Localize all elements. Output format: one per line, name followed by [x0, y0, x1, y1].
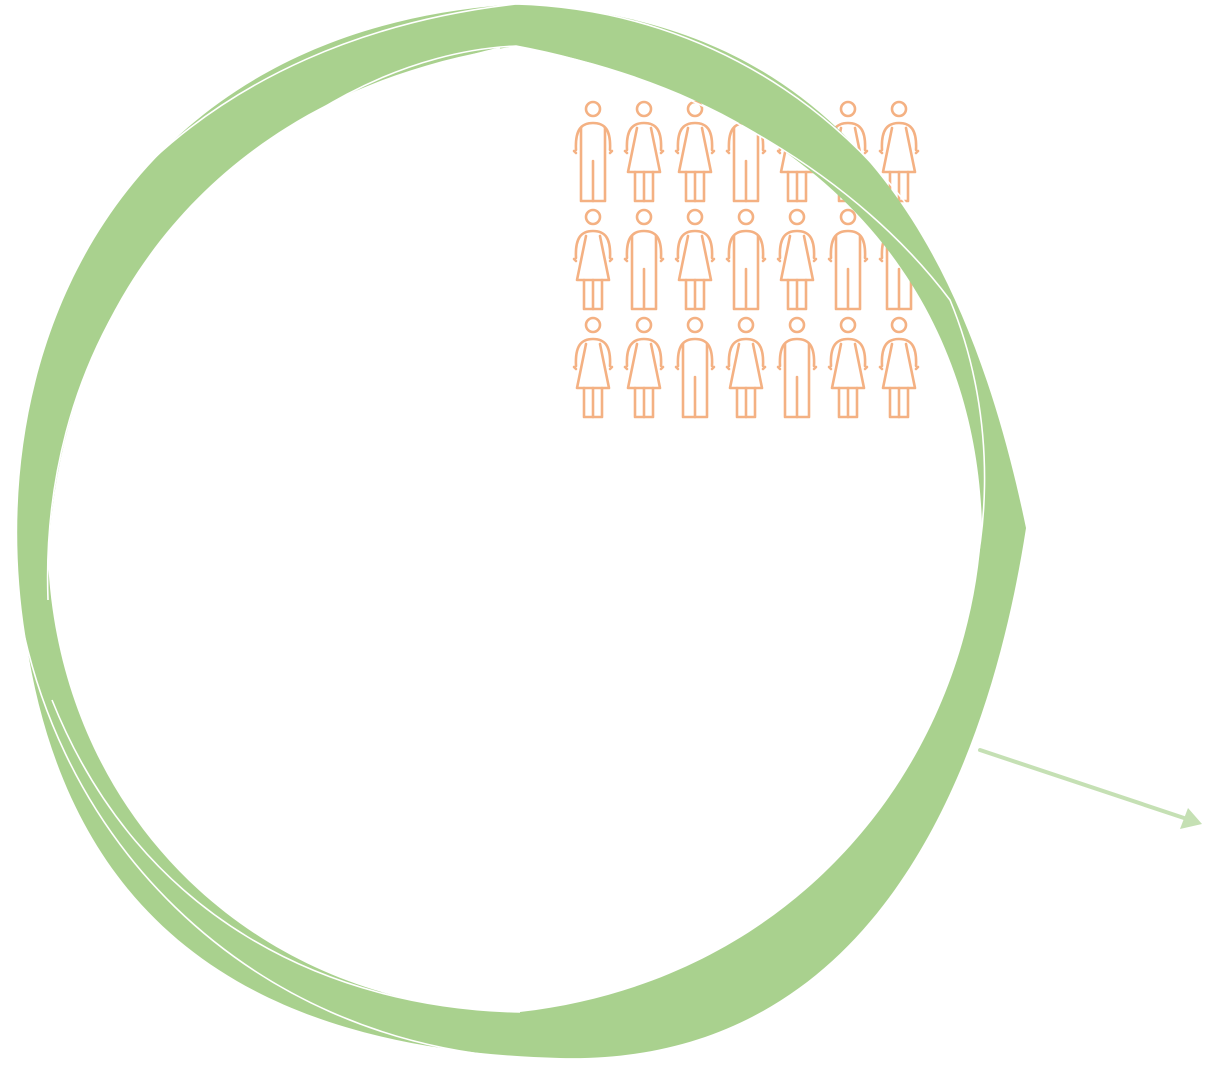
woman-person-icon	[674, 100, 716, 203]
man-person-icon	[725, 208, 767, 311]
woman-person-icon	[623, 100, 665, 203]
brush-streak-highlights	[5, 3, 986, 1059]
people-grid	[572, 100, 920, 419]
woman-person-icon	[572, 316, 614, 419]
woman-person-icon	[776, 208, 818, 311]
man-person-icon	[674, 316, 716, 419]
woman-person-icon	[572, 208, 614, 311]
man-person-icon	[776, 316, 818, 419]
woman-person-icon	[725, 316, 767, 419]
man-person-icon	[572, 100, 614, 203]
woman-person-icon	[827, 316, 869, 419]
hand-drawn-circle	[5, 3, 1027, 1059]
man-person-icon	[623, 208, 665, 311]
woman-person-icon	[878, 316, 920, 419]
woman-person-icon	[623, 316, 665, 419]
woman-person-icon	[674, 208, 716, 311]
man-person-icon	[827, 208, 869, 311]
arrow-right-icon	[978, 748, 1202, 829]
